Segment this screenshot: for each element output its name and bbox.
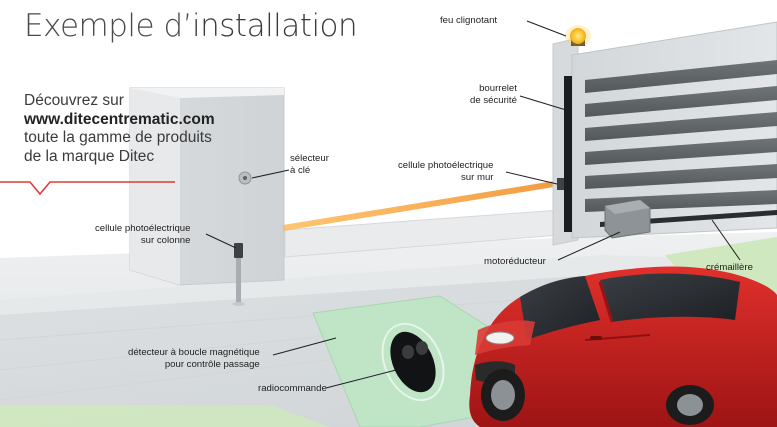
promo-line-1: Découvrez sur: [24, 92, 124, 109]
title-main: installation: [192, 8, 358, 44]
label-flashing-lamp: feu clignotant: [440, 15, 498, 26]
car-front-rim: [491, 380, 515, 410]
remote-button-1: [402, 345, 414, 359]
key-selector-keyhole: [243, 176, 247, 180]
left-pillar-top: [130, 88, 284, 98]
label-remote-control: radiocommande: [258, 383, 327, 394]
label-loop-detector: détecteur à boucle magnétique pour contr…: [128, 347, 260, 370]
car-headlight: [485, 331, 515, 345]
car-windshield: [520, 276, 600, 340]
accent-line: [0, 181, 175, 196]
label-key-selector: sélecteur à clé: [290, 153, 329, 176]
page-title: Exemple d’installation: [24, 8, 358, 44]
flashing-lamp: [570, 28, 586, 44]
photocell-column: [236, 245, 241, 303]
car: [469, 266, 777, 427]
photocell-column-base: [232, 302, 245, 306]
remote-button-2: [416, 341, 428, 355]
label-photocell-column: cellule photoélectrique sur colonne: [95, 223, 191, 246]
photocell-wall-device: [557, 178, 564, 190]
gate-motor-top: [605, 200, 650, 214]
car-door-handle: [590, 336, 602, 340]
remote-control: [381, 322, 445, 402]
safety-edge: [564, 76, 572, 232]
car-side-window: [600, 273, 740, 322]
promo-line-3: toute la gamme de produits: [24, 129, 212, 146]
photocell-column-head: [234, 243, 243, 258]
left-pillar-side: [130, 88, 180, 285]
leader-lines: [205, 20, 741, 389]
label-rack: crémaillère: [706, 262, 753, 273]
photocell-beam: [283, 180, 560, 231]
flashing-lamp-glow: [565, 25, 591, 47]
promo-line-4: de la marque Ditec: [24, 147, 155, 165]
title-prefix: Exemple d’: [24, 8, 193, 44]
grass-left: [0, 405, 330, 427]
promo-url[interactable]: www.ditecentrematic.com: [24, 110, 215, 128]
car-pillar: [598, 281, 614, 323]
car-rear-rim: [677, 394, 703, 416]
label-safety-edge: bourrelet de sécurité: [470, 83, 517, 106]
label-motor: motoréducteur: [484, 256, 546, 267]
promo-text: Découvrez sur www.ditecentrematic.com to…: [24, 92, 215, 166]
label-photocell-wall: cellule photoélectrique sur mur: [398, 160, 494, 183]
